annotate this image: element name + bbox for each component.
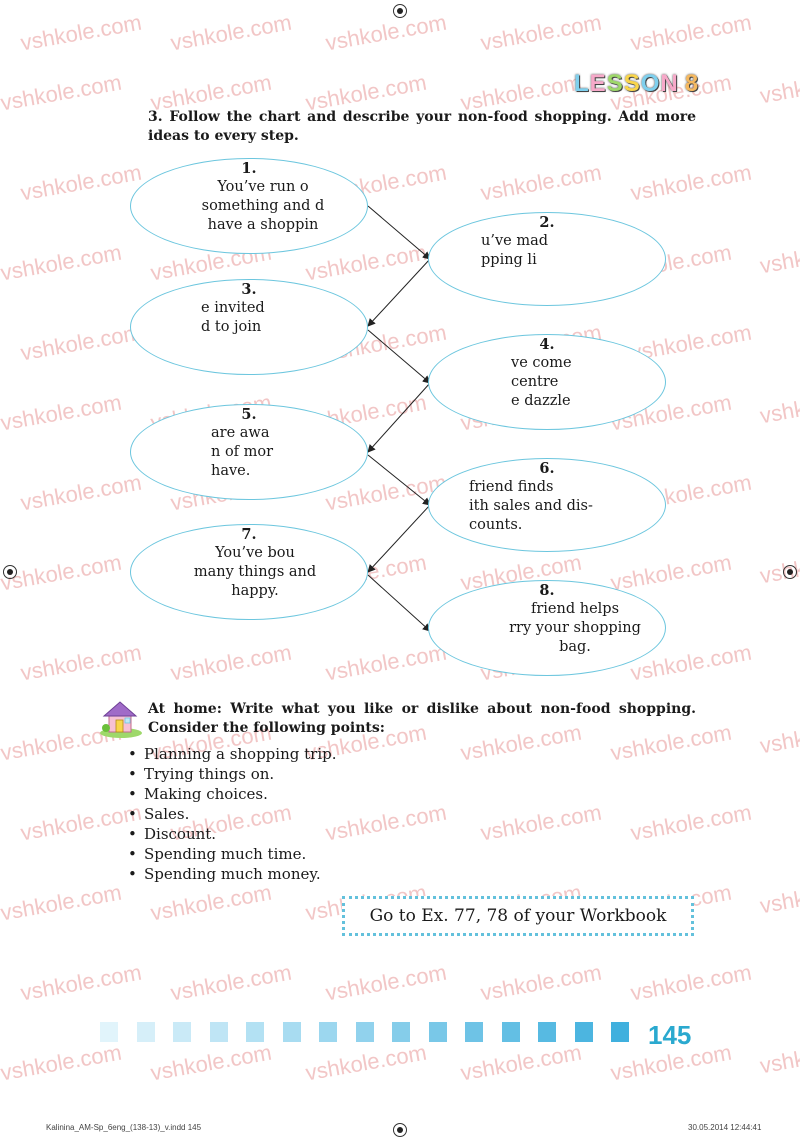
watermark-text: vshkole.com — [0, 879, 124, 926]
list-item: Spending much money. — [128, 864, 336, 884]
step-text: You’ve bou many things and happy. — [193, 545, 317, 599]
watermark-text: vshkole.com — [168, 959, 294, 1006]
arrow-3-4 — [367, 329, 431, 384]
page-number: 145 — [648, 1020, 692, 1050]
lesson-letter: S — [623, 70, 641, 97]
watermark-text: vshkole.com — [458, 1039, 584, 1086]
print-footer-left: Kalinina_AM-Sp_6eng_(138-13)_v.indd 145 — [46, 1123, 202, 1132]
step-number: 3. — [241, 281, 257, 298]
print-footer-right: 30.05.2014 12:44:41 — [688, 1123, 762, 1132]
lesson-letter: S — [606, 70, 624, 97]
step-text: are awa n of mor have. — [211, 425, 274, 479]
watermark-text: vshkole.com — [18, 959, 144, 1006]
lesson-header: LESSON 8 — [574, 70, 714, 102]
watermark-text: vshkole.com — [478, 959, 604, 1006]
arrow-4-5 — [367, 382, 431, 453]
watermark-text: vshkole.com — [628, 799, 754, 846]
decorative-square — [428, 1022, 447, 1042]
decorative-square — [319, 1022, 337, 1042]
decorative-square — [611, 1022, 629, 1042]
flow-arrows — [367, 205, 431, 632]
registration-mark-bottom — [393, 1123, 407, 1137]
step-oval-1: 1. You’ve run o something and d have a s… — [130, 158, 368, 254]
decorative-square — [209, 1022, 228, 1042]
registration-mark-right — [783, 565, 797, 579]
watermark-text: vshkole.com — [758, 886, 800, 919]
watermark-text: vshkole.com — [0, 1039, 124, 1086]
step-text: friend finds ith sales and dis- counts. — [469, 479, 593, 533]
lesson-letter: L — [574, 70, 590, 97]
watermark-text: vshkole.com — [628, 959, 754, 1006]
list-item: Spending much time. — [128, 844, 336, 864]
house-icon — [100, 701, 142, 738]
arrow-6-7 — [367, 504, 431, 573]
list-item: Planning a shopping trip. — [128, 744, 336, 764]
step-number: 5. — [241, 406, 257, 423]
task-instruction: 3. Follow the chart and describe your no… — [148, 109, 696, 144]
consider-points-list: Planning a shopping trip.Trying things o… — [128, 744, 336, 884]
decorative-square — [538, 1022, 556, 1042]
lesson-letter: O — [640, 70, 661, 97]
lesson-letter: 8 — [684, 70, 700, 97]
decorative-square — [246, 1022, 264, 1042]
decorative-square — [136, 1022, 155, 1042]
decorative-square — [100, 1022, 118, 1042]
watermark-text: vshkole.com — [148, 1039, 274, 1086]
decorative-square — [173, 1022, 191, 1042]
lesson-letter: E — [589, 70, 607, 97]
watermark-text: vshkole.com — [303, 1039, 429, 1086]
step-oval-3: 3. e invited d to join — [130, 279, 368, 375]
step-text: ve come centre e dazzle — [511, 355, 572, 409]
step-text: friend helps rry your shopping bag. — [509, 601, 641, 655]
step-number: 1. — [241, 160, 257, 177]
step-number: 4. — [539, 336, 555, 353]
step-number: 8. — [539, 582, 555, 599]
step-oval-4: 4. ve come centre e dazzle — [428, 334, 666, 430]
decorative-square — [392, 1022, 410, 1042]
step-number: 2. — [539, 214, 555, 231]
step-text: You’ve run o something and d have a shop… — [201, 179, 325, 233]
workbook-reference: Go to Ex. 77, 78 of your Workbook — [342, 896, 694, 936]
decorative-square — [501, 1022, 520, 1042]
step-oval-7: 7. You’ve bou many things and happy. — [130, 524, 368, 620]
arrow-7-8 — [367, 574, 431, 632]
watermark-text: vshkole.com — [758, 726, 800, 759]
decorative-square — [355, 1022, 374, 1042]
step-oval-2: 2. u’ve mad pping li — [428, 212, 666, 306]
watermark-text: vshkole.com — [478, 799, 604, 846]
lesson-letter: N — [660, 70, 679, 97]
registration-mark-top — [393, 4, 407, 18]
step-number: 7. — [241, 526, 257, 543]
watermark-text: vshkole.com — [148, 879, 274, 926]
list-item: Sales. — [128, 804, 336, 824]
watermark-text: vshkole.com — [18, 799, 144, 846]
decorative-square — [574, 1022, 593, 1042]
arrow-1-2 — [367, 205, 431, 260]
arrow-2-3 — [367, 258, 431, 327]
list-item: Making choices. — [128, 784, 336, 804]
step-text: e invited d to join — [201, 300, 265, 335]
step-oval-5: 5. are awa n of mor have. — [130, 404, 368, 500]
step-text: u’ve mad pping li — [481, 233, 549, 268]
step-number: 6. — [539, 460, 555, 477]
watermark-text: vshkole.com — [323, 799, 449, 846]
decorative-square — [282, 1022, 301, 1042]
watermark-text: vshkole.com — [758, 1046, 800, 1079]
watermark-text: vshkole.com — [323, 959, 449, 1006]
registration-mark-left — [3, 565, 17, 579]
step-oval-6: 6. friend finds ith sales and dis- count… — [428, 458, 666, 552]
list-item: Trying things on. — [128, 764, 336, 784]
arrow-5-6 — [367, 454, 431, 506]
decorative-square — [465, 1022, 483, 1042]
homework-instruction: At home: Write what you like or dislike … — [148, 701, 696, 736]
list-item: Discount. — [128, 824, 336, 844]
step-oval-8: 8. friend helps rry your shopping bag. — [428, 580, 666, 676]
